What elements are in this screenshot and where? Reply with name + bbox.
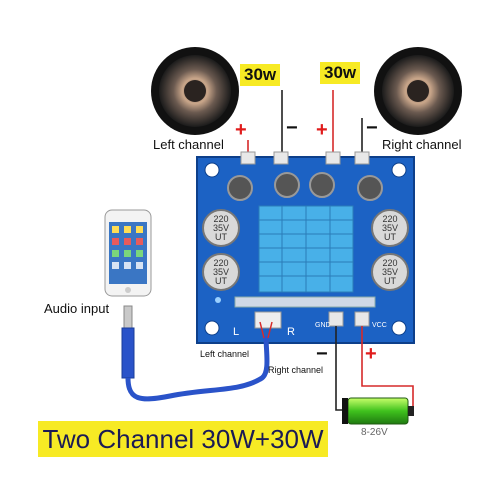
vcc-pin-label: VCC [372, 322, 387, 329]
battery-voltage-label: 8-26V [361, 427, 388, 438]
phone-icon [104, 209, 152, 297]
battery-icon [342, 397, 414, 425]
title-banner: Two Channel 30W+30W [38, 421, 328, 457]
right-pin-label: R [287, 326, 295, 338]
audio-input-label: Audio input [44, 301, 110, 316]
left-minus-sign: − [286, 117, 298, 139]
left-speaker-label: Left channel [153, 137, 224, 152]
audio-cable [121, 305, 273, 402]
cable-right-label: Right channel [268, 365, 324, 375]
left-speaker-power: 30w [240, 64, 281, 86]
right-speaker [374, 47, 462, 135]
gnd-pin-label: GND [315, 322, 331, 329]
left-speaker [151, 47, 239, 135]
amplifier-board [196, 151, 415, 344]
left-plus-sign: + [235, 119, 247, 141]
cable-left-label: Left channel [200, 349, 250, 359]
right-speaker-power: 30w [320, 62, 361, 84]
speaker-wires [247, 90, 363, 158]
right-plus-sign: + [316, 119, 328, 141]
right-speaker-label: Right channel [382, 137, 462, 152]
left-pin-label: L [233, 326, 240, 338]
power-minus-sign: − [316, 343, 328, 365]
right-minus-sign: − [366, 117, 378, 139]
power-plus-sign: + [365, 343, 377, 365]
